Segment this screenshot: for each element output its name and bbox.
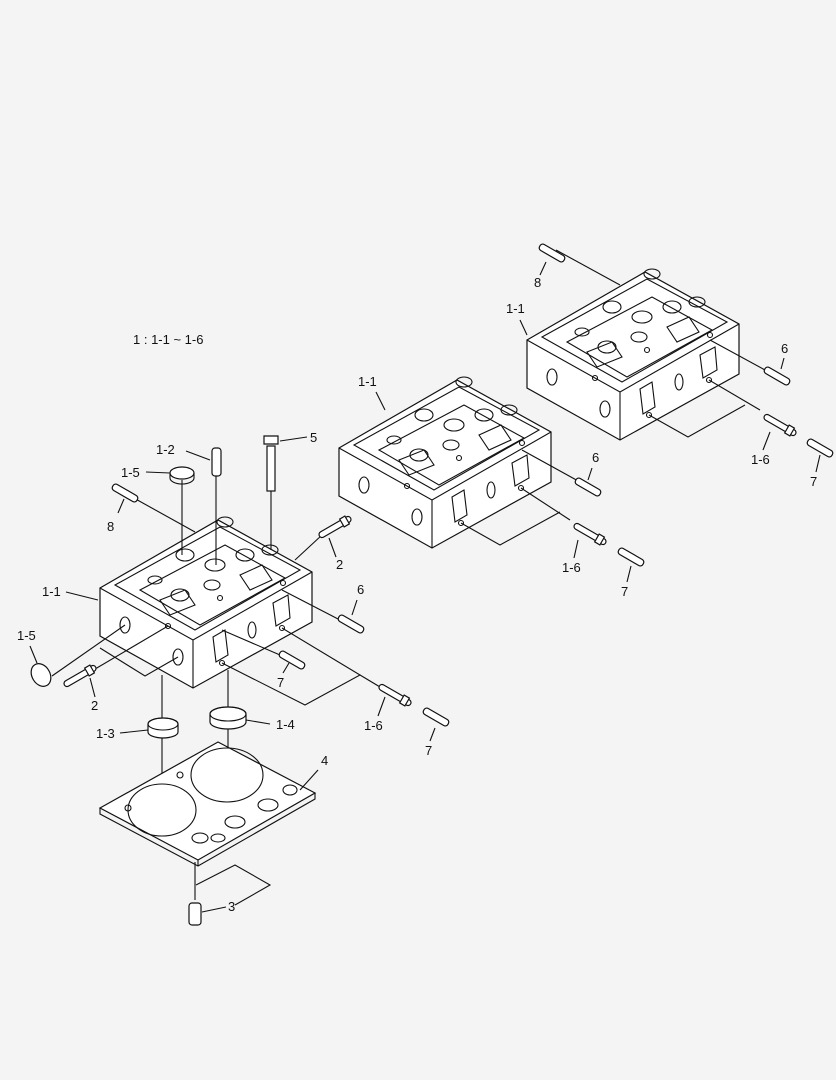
cylinder-head-middle <box>338 376 552 549</box>
label-2: 2 <box>336 557 343 572</box>
label-1-4: 1-4 <box>276 717 295 732</box>
label-1-2: 1-2 <box>156 442 175 457</box>
middle-labels: 1-1 6 1-6 7 <box>358 374 628 599</box>
cylinder-head-left <box>99 516 313 689</box>
cylinder-head-right <box>526 268 740 441</box>
label-8-right: 8 <box>534 275 541 290</box>
right-parts <box>537 242 835 459</box>
label-1-1: 1-1 <box>42 584 61 599</box>
label-3: 3 <box>228 899 235 914</box>
label-7-middle: 7 <box>621 584 628 599</box>
label-1-6-right: 1-6 <box>751 452 770 467</box>
label-1-5-ring: 1-5 <box>17 628 36 643</box>
label-1-5: 1-5 <box>121 465 140 480</box>
label-1-6-middle: 1-6 <box>562 560 581 575</box>
label-1-6: 1-6 <box>364 718 383 733</box>
label-7-right: 7 <box>810 474 817 489</box>
left-parts <box>30 435 451 926</box>
label-2-lower: 2 <box>91 698 98 713</box>
label-5: 5 <box>310 430 317 445</box>
legend-note: 1 : 1-1 ~ 1-6 <box>133 332 203 347</box>
leader-lines <box>29 261 821 913</box>
label-4: 4 <box>321 753 328 768</box>
label-6-middle: 6 <box>592 450 599 465</box>
label-1-1-middle: 1-1 <box>358 374 377 389</box>
label-1-1-right: 1-1 <box>506 301 525 316</box>
label-7: 7 <box>277 675 284 690</box>
middle-parts <box>460 449 646 568</box>
left-labels: 1-2 1-5 5 8 2 1-1 6 1-5 2 7 1-6 7 1-3 1-… <box>17 430 432 914</box>
label-6: 6 <box>357 582 364 597</box>
label-7-lower: 7 <box>425 743 432 758</box>
right-labels: 8 1-1 6 1-6 7 <box>506 275 817 489</box>
label-8: 8 <box>107 519 114 534</box>
label-6-right: 6 <box>781 341 788 356</box>
label-1-3: 1-3 <box>96 726 115 741</box>
